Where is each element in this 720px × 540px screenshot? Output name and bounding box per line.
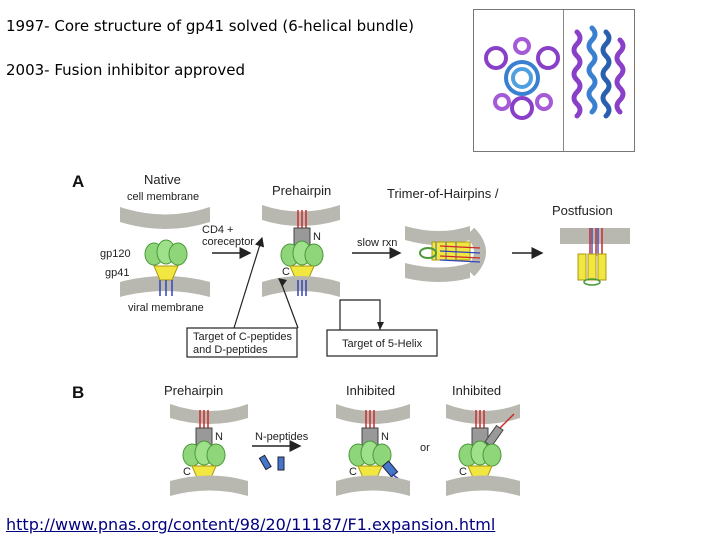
slow-rxn-label: slow rxn <box>357 237 397 249</box>
cell-membrane-trimer <box>405 226 470 245</box>
inhibited-label-2: Inhibited <box>452 383 501 398</box>
target-5-helix-bracket <box>339 299 381 330</box>
inhibited-label-1: Inhibited <box>346 383 395 398</box>
panel-a-letter: A <box>72 172 84 191</box>
c-label-b1: C <box>183 466 191 478</box>
viral-membrane-b1 <box>170 475 248 496</box>
target-c-peptides-line2: and D-peptides <box>193 344 268 356</box>
n-peptide-1 <box>258 454 272 471</box>
prehairpin-label-b: Prehairpin <box>164 383 223 398</box>
trimer-of-hairpins-label: Trimer-of-Hairpins / <box>387 186 499 201</box>
gp120-label: gp120 <box>100 248 131 260</box>
viral-membrane-prehairpin <box>262 276 340 297</box>
side-view-bundle <box>571 25 626 119</box>
gp120-residue-trimer <box>419 247 437 259</box>
n-label-b2: N <box>381 431 389 443</box>
target-5-helix-head <box>377 322 384 330</box>
cell-membrane-b3 <box>446 404 520 424</box>
c-label-a: C <box>282 266 290 278</box>
n-label-a: N <box>313 231 321 243</box>
postfusion-blue-helices <box>591 228 599 256</box>
gp120-trimer-b3 <box>458 440 502 467</box>
top-view-bundle <box>484 37 560 120</box>
target-c-arrow <box>233 236 265 329</box>
headline-1997: 1997- Core structure of gp41 solved (6-h… <box>6 17 414 35</box>
bound-inhibitor-b2 <box>381 460 399 478</box>
cell-membrane-prehairpin <box>262 205 340 226</box>
viral-membrane-trimer <box>405 263 470 282</box>
target-5-helix-label: Target of 5-Helix <box>342 338 423 350</box>
gp120-residue-post <box>583 278 601 286</box>
viral-membrane-b3 <box>446 475 520 496</box>
fusion-stalk <box>465 227 486 277</box>
gp41-label: gp41 <box>105 267 129 279</box>
fused-membrane <box>560 228 630 244</box>
target-c-peptides-box <box>186 327 298 358</box>
viral-membrane-b2 <box>336 475 410 496</box>
native-label: Native <box>144 172 181 187</box>
postfusion-label: Postfusion <box>552 203 613 218</box>
or-label: or <box>420 442 430 454</box>
panel-b-letter: B <box>72 383 84 402</box>
tm-lines <box>439 250 481 263</box>
bound-n-peptide-b3 <box>484 424 504 448</box>
n-label-b1: N <box>215 431 223 443</box>
coreceptor-label: coreceptor <box>202 236 254 248</box>
cell-membrane-native <box>120 207 210 229</box>
headline-2003: 2003- Fusion inhibitor approved <box>6 61 246 79</box>
fusion-peptide-lines <box>439 245 481 259</box>
c-label-b3: C <box>459 466 467 478</box>
cell-membrane-b1 <box>170 404 248 424</box>
gp120-trimer-b1 <box>182 440 226 467</box>
n-peptide-2 <box>277 456 285 471</box>
gp120-trimer-prehairpin <box>280 240 324 267</box>
cd4-label: CD4 + <box>202 224 234 236</box>
target-c-pointer-head <box>278 278 287 287</box>
postfusion-bundle-2 <box>587 253 597 281</box>
target-c-peptides-line1: Target of C-peptides <box>193 331 293 343</box>
postfusion-bundle-3 <box>597 253 607 281</box>
source-link[interactable]: http://www.pnas.org/content/98/20/11187/… <box>6 515 496 534</box>
gp120-trimer-b2 <box>348 440 392 467</box>
prehairpin-label-a: Prehairpin <box>272 183 331 198</box>
gp120-trimer-native <box>144 239 188 266</box>
gp41-structure-image <box>473 9 635 152</box>
postfusion-red-helices <box>589 228 603 256</box>
target-c-pointer <box>281 284 299 329</box>
six-helix-bundle-render <box>484 25 626 120</box>
tm-helices-a <box>297 280 307 296</box>
n-peptides-label: N-peptides <box>255 431 309 443</box>
target-5-helix-box <box>326 329 438 357</box>
postfusion-bundle-1 <box>577 253 587 281</box>
cell-membrane-b2 <box>336 404 410 424</box>
structure-divider <box>563 10 564 151</box>
c-label-b2: C <box>349 466 357 478</box>
bound-peptide-tail-b3 <box>499 413 515 429</box>
tm-helices-native <box>159 280 173 296</box>
viral-membrane-native <box>120 276 210 297</box>
cell-membrane-label: cell membrane <box>127 191 199 203</box>
viral-membrane-label: viral membrane <box>128 302 204 314</box>
